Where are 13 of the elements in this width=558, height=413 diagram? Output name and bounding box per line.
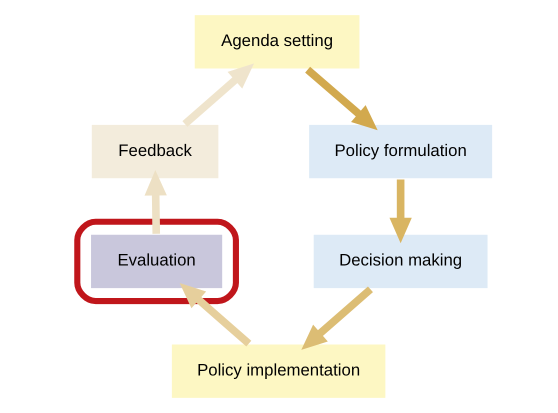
node-box: Feedback bbox=[90, 123, 220, 180]
arrow bbox=[305, 66, 378, 130]
node-box: Policy implementation bbox=[170, 343, 387, 400]
arrow bbox=[144, 170, 167, 234]
node-box: Evaluation bbox=[90, 233, 224, 290]
cluster bbox=[74, 218, 239, 304]
arrow bbox=[389, 180, 412, 244]
arrow bbox=[180, 283, 252, 346]
arrow bbox=[301, 286, 373, 350]
node-box: Decision making bbox=[312, 233, 490, 290]
arrow bbox=[182, 63, 254, 127]
node-box: Agenda setting bbox=[193, 14, 361, 70]
node-box: Policy formulation bbox=[308, 123, 494, 180]
